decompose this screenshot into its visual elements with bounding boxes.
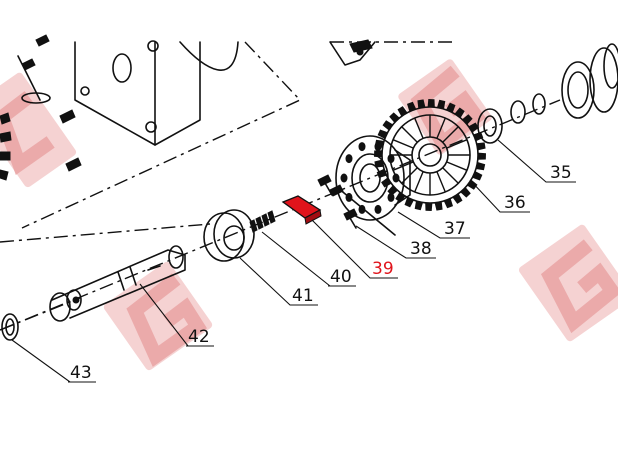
watermark-logo-left [0, 72, 77, 188]
gear-tooth [473, 132, 484, 142]
gear-spoke [436, 171, 446, 193]
partial-gear-left [0, 112, 12, 181]
gear-tooth [467, 179, 478, 190]
gear-tooth [472, 171, 483, 181]
gear-tooth [417, 99, 426, 109]
gear-spoke [442, 126, 459, 143]
gear-tooth [374, 159, 384, 168]
gear-tooth [476, 142, 486, 151]
part-36-large-gear [374, 99, 486, 211]
gear-tooth [404, 197, 414, 208]
gear-tooth [460, 187, 471, 198]
callout-40: 40 [330, 267, 352, 287]
part-43-small-ring [1, 313, 19, 341]
main-axis-line [0, 99, 561, 331]
gear-spoke [414, 117, 424, 139]
gear-tooth [382, 120, 393, 131]
gear-tooth [443, 198, 453, 209]
gear-tooth [407, 101, 417, 112]
part-41-thick-washer [203, 209, 255, 262]
hub-hole [387, 154, 395, 164]
gear-tooth [454, 107, 465, 118]
gear-tooth [381, 177, 392, 188]
gear-tooth [468, 122, 479, 133]
gear-tooth [427, 99, 435, 108]
hub-hole [392, 173, 400, 183]
watermark-logo-right [518, 224, 618, 342]
callout-41: 41 [292, 286, 314, 306]
callout-42: 42 [188, 327, 210, 347]
gear-tooth [389, 112, 400, 123]
part-35-washer-set [477, 43, 618, 144]
screws-left [17, 34, 82, 172]
leader-lines [11, 139, 574, 383]
part-42-shaft [49, 245, 186, 322]
callout-underlines [68, 181, 576, 383]
top-bracket-part [329, 39, 376, 66]
gear-tooth [437, 99, 446, 110]
hub-hole [345, 154, 353, 164]
gear-tooth [377, 129, 388, 139]
housing-plate [74, 40, 239, 146]
hub-hole [374, 142, 382, 152]
housing-boundary-line [21, 41, 302, 229]
part-39-key-highlighted [281, 195, 322, 225]
gear-tooth [397, 106, 408, 117]
hub-hole [387, 192, 395, 202]
gear-tooth [452, 193, 463, 204]
gear-tooth [475, 162, 486, 171]
gear-spoke [414, 171, 424, 193]
callout-43: 43 [70, 363, 92, 383]
gear-spoke [446, 139, 468, 149]
gear-tooth [477, 152, 486, 160]
hub-hole [358, 142, 366, 152]
callout-labels: 35 36 37 38 39 40 41 42 43 [70, 163, 572, 383]
hub-hole [340, 173, 348, 183]
hub-hole [374, 204, 382, 214]
gear-spoke [446, 161, 468, 171]
callout-35: 35 [550, 163, 572, 183]
gear-spoke [392, 139, 414, 149]
callout-39: 39 [372, 259, 394, 279]
gear-spoke [436, 117, 446, 139]
gear-spoke [401, 126, 418, 143]
gear-spoke [442, 167, 459, 184]
gear-tooth [434, 201, 443, 211]
gear-tooth [414, 200, 423, 211]
part-38-screws [317, 174, 396, 236]
callout-38: 38 [410, 239, 432, 259]
part-37-gear-hub [335, 135, 411, 221]
gear-tooth [462, 114, 473, 125]
gear-tooth [446, 102, 456, 113]
watermark-logo-top [398, 59, 492, 155]
part-40-spring [249, 210, 276, 233]
gear-tooth [425, 202, 433, 211]
callout-37: 37 [444, 219, 466, 239]
callout-36: 36 [504, 193, 526, 213]
